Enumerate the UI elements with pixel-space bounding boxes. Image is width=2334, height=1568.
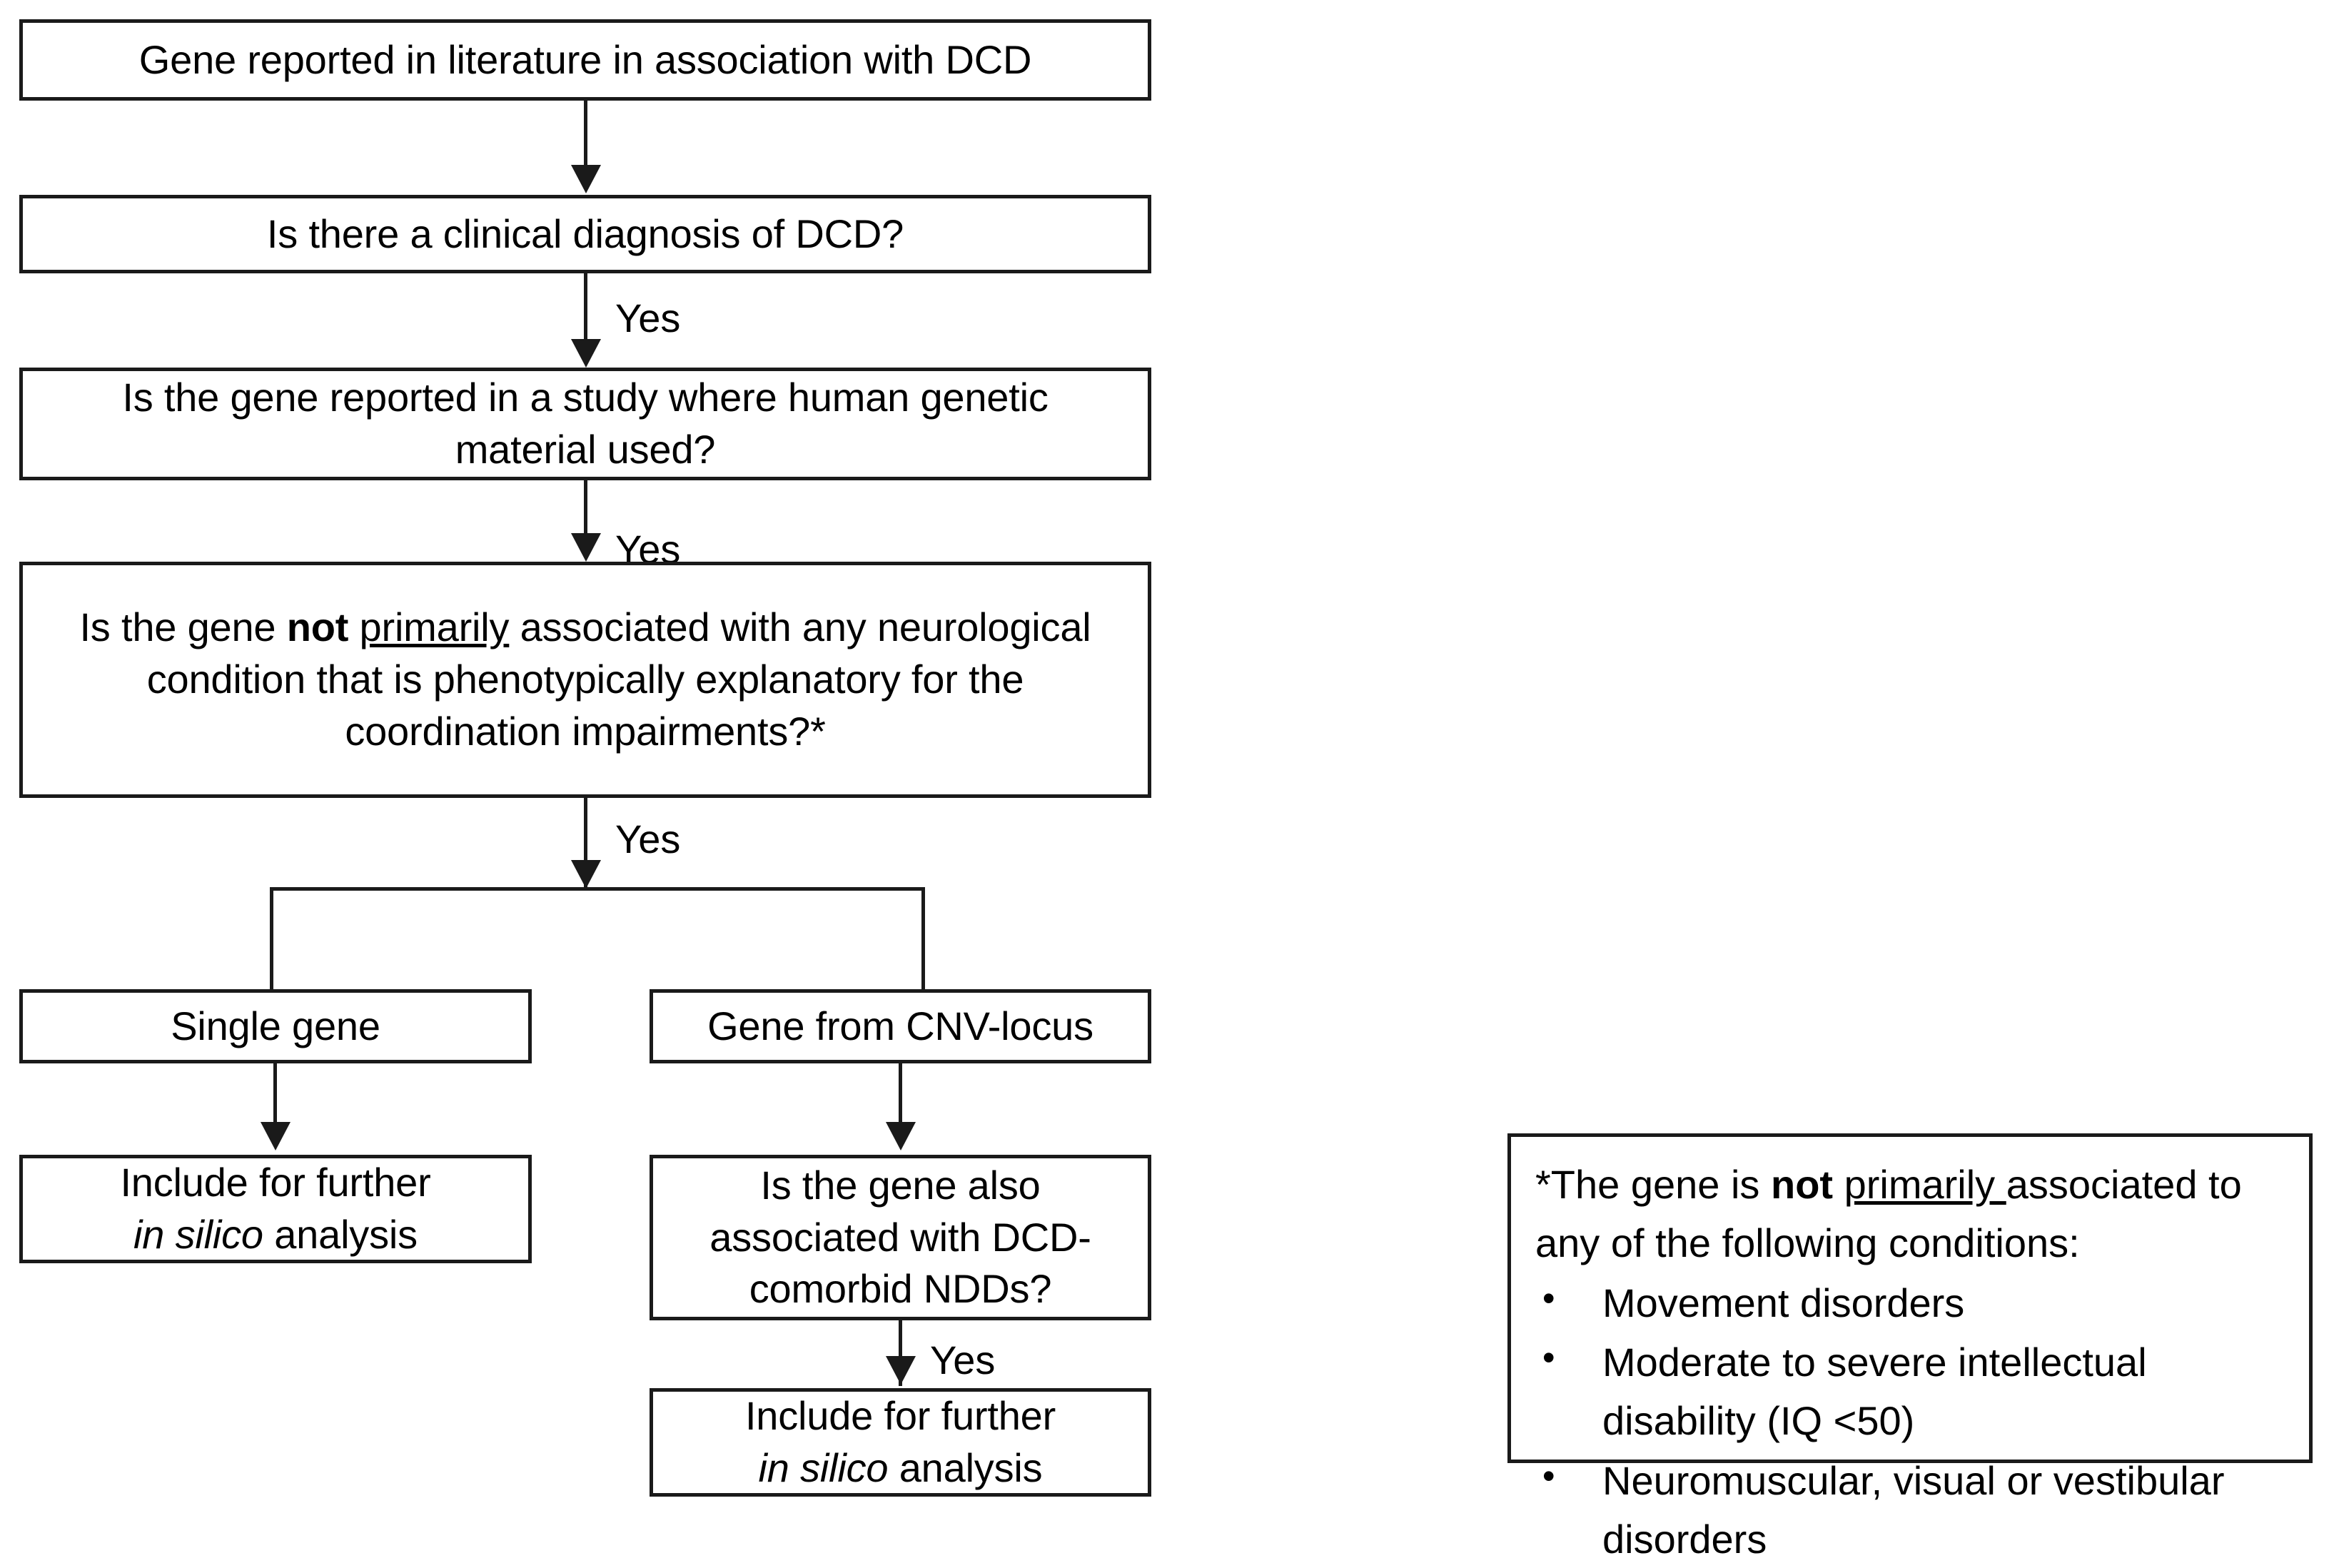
node-6-italic-in-silico: in silico (133, 1212, 263, 1257)
node-include-further-left-label: Include for further in silico analysis (36, 1157, 515, 1261)
edge-4-line (584, 798, 587, 889)
legend-item-text: Neuromuscular, visual or vestibular diso… (1602, 1457, 2225, 1562)
edge-3-line (584, 480, 587, 549)
node-4-bold-not: not (286, 605, 349, 650)
node-include-further-right: Include for further in silico analysis (650, 1388, 1151, 1497)
edge-3-arrowhead (571, 533, 601, 562)
legend-list-item: • Neuromuscular, visual or vestibular di… (1535, 1452, 2288, 1568)
node-include-further-right-label: Include for further in silico analysis (666, 1390, 1135, 1494)
edge-right-branch-arrowhead (886, 1122, 916, 1150)
node-4-space (348, 605, 359, 649)
footnote-legend-panel: *The gene is not primarily associated to… (1507, 1133, 2313, 1562)
node-gene-from-cnv-locus: Gene from CNV-locus (650, 989, 1151, 1063)
node-dcd-comorbid-ndds: Is the gene also associated with DCD- co… (650, 1155, 1151, 1320)
node-4-underline-primarily: primarily (359, 605, 510, 650)
node-gene-reported: Gene reported in literature in associati… (19, 19, 1151, 101)
node-single-gene-label: Single gene (171, 1003, 380, 1048)
node-4-line-3: coordination impairments?* (345, 708, 826, 754)
edge-left-branch-arrowhead (261, 1122, 291, 1150)
edge-2-line (584, 273, 587, 340)
legend-bold-not: not (1770, 1162, 1834, 1207)
split-connector-right-drop (921, 887, 925, 989)
node-7-line-3: comorbid NDDs? (749, 1266, 1052, 1312)
legend-list-item: • Movement disorders (1535, 1274, 2288, 1332)
node-human-genetic-material-label: Is the gene reported in a study where hu… (36, 372, 1135, 476)
legend-underline-primarily: primarily (1844, 1162, 2006, 1207)
edge-5-label-yes: Yes (930, 1337, 996, 1382)
bullet-icon: • (1542, 1337, 1555, 1378)
node-4-seg-c: associated with any neurological (509, 605, 1091, 650)
node-4-line-2: condition that is phenotypically explana… (146, 657, 1024, 702)
node-8-rest: analysis (888, 1445, 1043, 1490)
edge-4-label-yes: Yes (615, 816, 681, 861)
edge-right-branch-line (899, 1063, 902, 1126)
legend-lead-b: associated to (2006, 1162, 2242, 1207)
node-not-primarily-associated: Is the gene not primarily associated wit… (19, 562, 1151, 798)
legend-conditions-list: • Movement disorders • Moderate to sever… (1535, 1274, 2288, 1568)
node-7-line-1: Is the gene also (760, 1162, 1041, 1208)
node-clinical-diagnosis-label: Is there a clinical diagnosis of DCD? (266, 211, 904, 256)
edge-2-label-yes: Yes (615, 295, 681, 340)
bullet-icon: • (1542, 1278, 1555, 1318)
node-6-rest: analysis (263, 1212, 418, 1257)
node-6-line-1: Include for further (120, 1160, 431, 1205)
bullet-icon: • (1542, 1455, 1555, 1496)
edge-5-line (899, 1320, 902, 1386)
legend-lead-a: *The gene is (1535, 1162, 1771, 1207)
legend-lead-text: *The gene is not primarily associated to… (1535, 1155, 2288, 1273)
edge-left-branch-line (273, 1063, 277, 1126)
node-clinical-diagnosis: Is there a clinical diagnosis of DCD? (19, 195, 1151, 273)
edge-1-line (584, 101, 587, 166)
node-8-italic-in-silico: in silico (758, 1445, 889, 1490)
legend-item-text: Moderate to severe intellectual disabili… (1602, 1340, 2147, 1443)
edge-2-arrowhead (571, 339, 601, 368)
node-include-further-left: Include for further in silico analysis (19, 1155, 532, 1263)
node-gene-from-cnv-locus-label: Gene from CNV-locus (707, 1003, 1093, 1048)
legend-space (1833, 1162, 1844, 1207)
node-8-line-1: Include for further (744, 1393, 1056, 1439)
split-connector-horizontal (270, 887, 925, 891)
edge-5-arrowhead (886, 1356, 916, 1385)
node-7-line-2: associated with DCD- (709, 1214, 1091, 1260)
legend-lead-line-2: any of the following conditions: (1535, 1220, 2080, 1265)
legend-list-item: • Moderate to severe intellectual disabi… (1535, 1333, 2288, 1450)
node-gene-reported-label: Gene reported in literature in associati… (138, 36, 1032, 82)
legend-item-text: Movement disorders (1602, 1280, 1965, 1325)
node-3-line-1: Is the gene reported in a study where hu… (122, 375, 1049, 420)
node-single-gene: Single gene (19, 989, 532, 1063)
node-human-genetic-material: Is the gene reported in a study where hu… (19, 368, 1151, 480)
edge-4-arrowhead (571, 860, 601, 889)
node-dcd-comorbid-ndds-label: Is the gene also associated with DCD- co… (666, 1160, 1135, 1315)
edge-1-arrowhead (571, 165, 601, 193)
node-4-seg-a: Is the gene (79, 605, 287, 650)
node-not-primarily-associated-label: Is the gene not primarily associated wit… (36, 602, 1135, 757)
node-3-line-2: material used? (455, 427, 716, 472)
split-connector-left-drop (270, 887, 273, 989)
